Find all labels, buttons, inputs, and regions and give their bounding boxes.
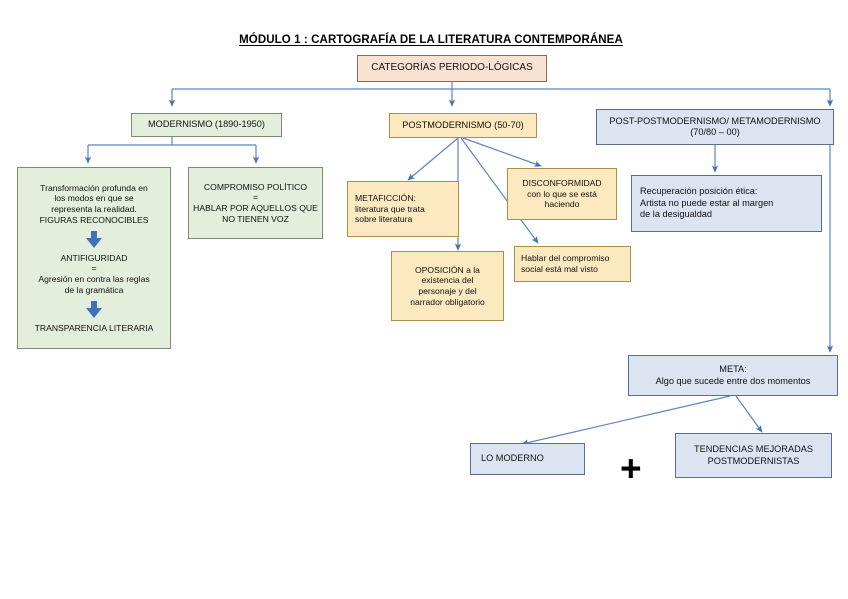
node-label-part2: ANTIFIGURIDAD = Agresión en contra las r…	[38, 252, 150, 295]
page-title: MÓDULO 1 : CARTOGRAFÍA DE LA LITERATURA …	[239, 34, 623, 46]
node-label: DISCONFORMIDAD con lo que se está hacien…	[522, 177, 602, 210]
node-label-part1: Transformación profunda en los modos en …	[39, 182, 149, 225]
node-modernismo[interactable]: MODERNISMO (1890-1950)	[131, 113, 282, 137]
down-arrow-icon	[86, 300, 102, 318]
node-metaficcion[interactable]: METAFICCIÓN: literatura que trata sobre …	[347, 181, 459, 237]
node-label: TENDENCIAS MEJORADAS POSTMODERNISTAS	[694, 444, 813, 466]
plus-symbol: +	[620, 448, 642, 489]
node-label-part3: TRANSPARENCIA LITERARIA	[34, 322, 154, 333]
node-label: LO MODERNO	[481, 453, 544, 464]
node-label: Recuperación posición ética: Artista no …	[640, 186, 774, 220]
node-label: MODERNISMO (1890-1950)	[148, 119, 265, 130]
node-label: Hablar del compromiso social está mal vi…	[521, 253, 610, 274]
node-label: COMPROMISO POLÍTICO = HABLAR POR AQUELLO…	[193, 181, 318, 224]
node-label: CATEGORÍAS PERIODO-LÓGICAS	[371, 62, 533, 74]
node-postmodernismo[interactable]: POSTMODERNISMO (50-70)	[389, 113, 537, 138]
node-lo-moderno[interactable]: LO MODERNO	[470, 443, 585, 475]
node-recuperacion-posicion-etica[interactable]: Recuperación posición ética: Artista no …	[631, 175, 822, 232]
node-label: META: Algo que sucede entre dos momentos	[655, 364, 811, 386]
node-label: METAFICCIÓN: literatura que trata sobre …	[355, 192, 425, 225]
node-transformacion-profunda[interactable]: Transformación profunda en los modos en …	[17, 167, 171, 349]
node-disconformidad[interactable]: DISCONFORMIDAD con lo que se está hacien…	[507, 168, 617, 220]
node-hablar-compromiso-social[interactable]: Hablar del compromiso social está mal vi…	[514, 246, 631, 282]
node-categorias-periodo-logicas[interactable]: CATEGORÍAS PERIODO-LÓGICAS	[357, 55, 547, 82]
node-oposicion[interactable]: OPOSICIÓN a la existencia del personaje …	[391, 251, 504, 321]
node-post-postmodernismo[interactable]: POST-POSTMODERNISMO/ METAMODERNISMO (70/…	[596, 109, 834, 145]
down-arrow-icon	[86, 230, 102, 248]
node-compromiso-politico[interactable]: COMPROMISO POLÍTICO = HABLAR POR AQUELLO…	[188, 167, 323, 239]
node-label: OPOSICIÓN a la existencia del personaje …	[410, 264, 485, 307]
node-label: POST-POSTMODERNISMO/ METAMODERNISMO (70/…	[609, 115, 821, 138]
node-label: POSTMODERNISMO (50-70)	[402, 119, 524, 130]
node-tendencias-mejoradas[interactable]: TENDENCIAS MEJORADAS POSTMODERNISTAS	[675, 433, 832, 478]
node-meta[interactable]: META: Algo que sucede entre dos momentos	[628, 355, 838, 396]
